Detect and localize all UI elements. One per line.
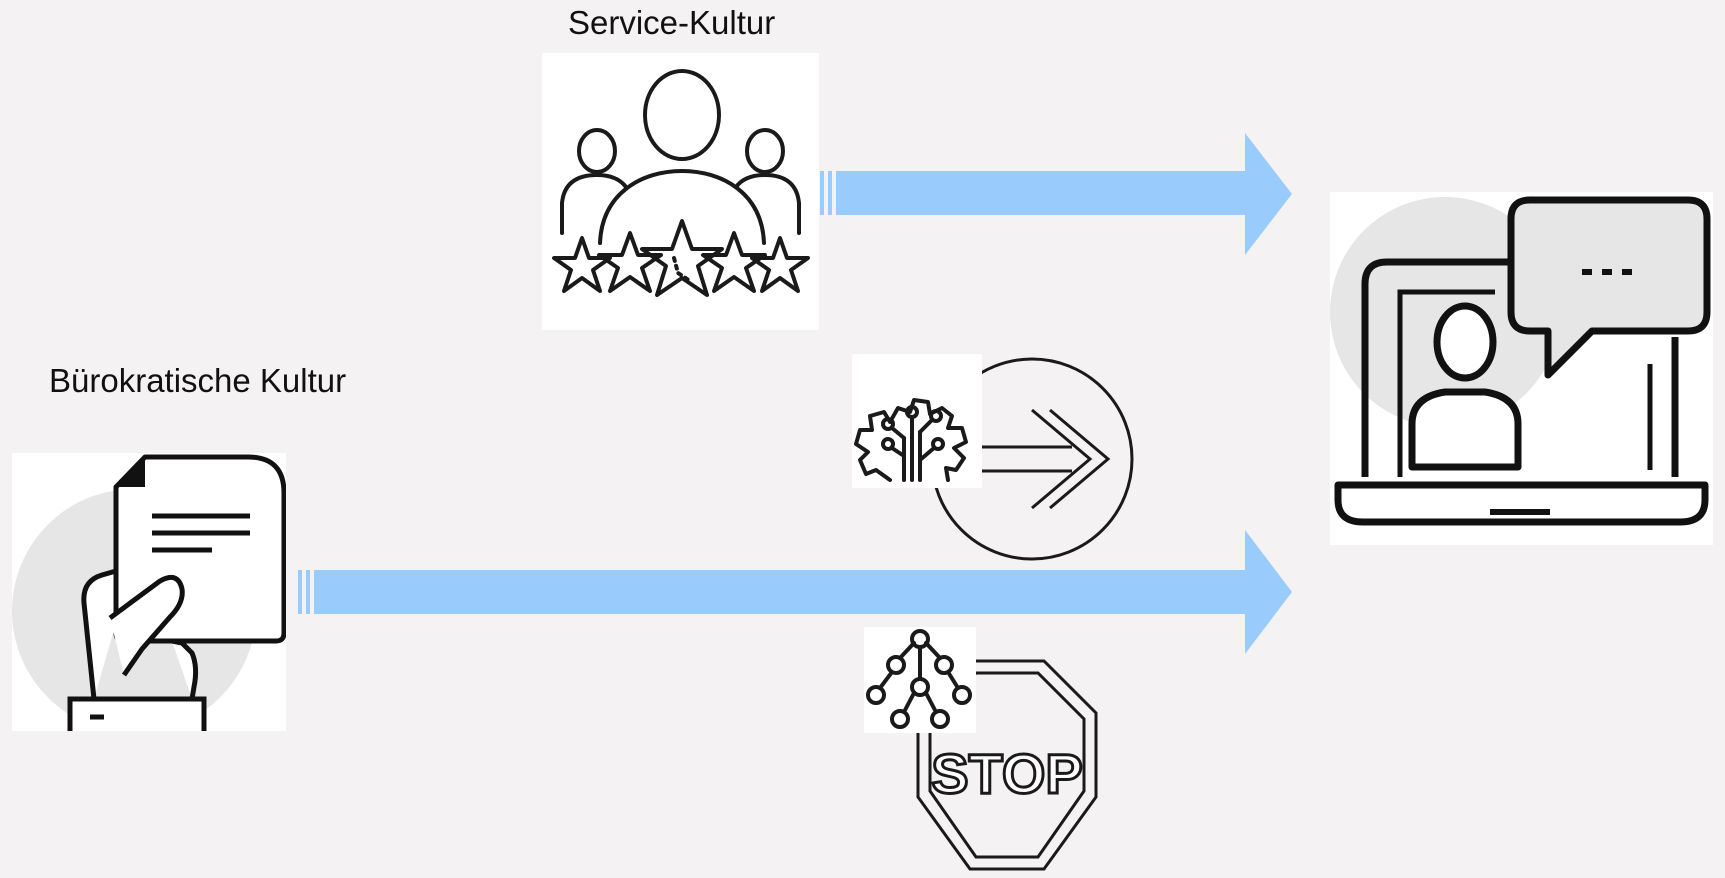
bureaucratic-culture-label: Bürokratische Kultur (49, 362, 347, 399)
hand-holding-document-icon (12, 453, 286, 731)
people-rating-stars-icon (542, 53, 819, 330)
service-culture-label: Service-Kultur (568, 4, 776, 41)
bureaucratic-arrow (298, 530, 1292, 654)
laptop-video-chat-icon (1330, 192, 1713, 545)
network-stop-sign-icon: STOP (862, 625, 1132, 873)
service-arrow (820, 133, 1292, 255)
stop-sign-text: STOP (931, 742, 1082, 805)
digital-gear-forward-arrow-icon (852, 352, 1136, 566)
